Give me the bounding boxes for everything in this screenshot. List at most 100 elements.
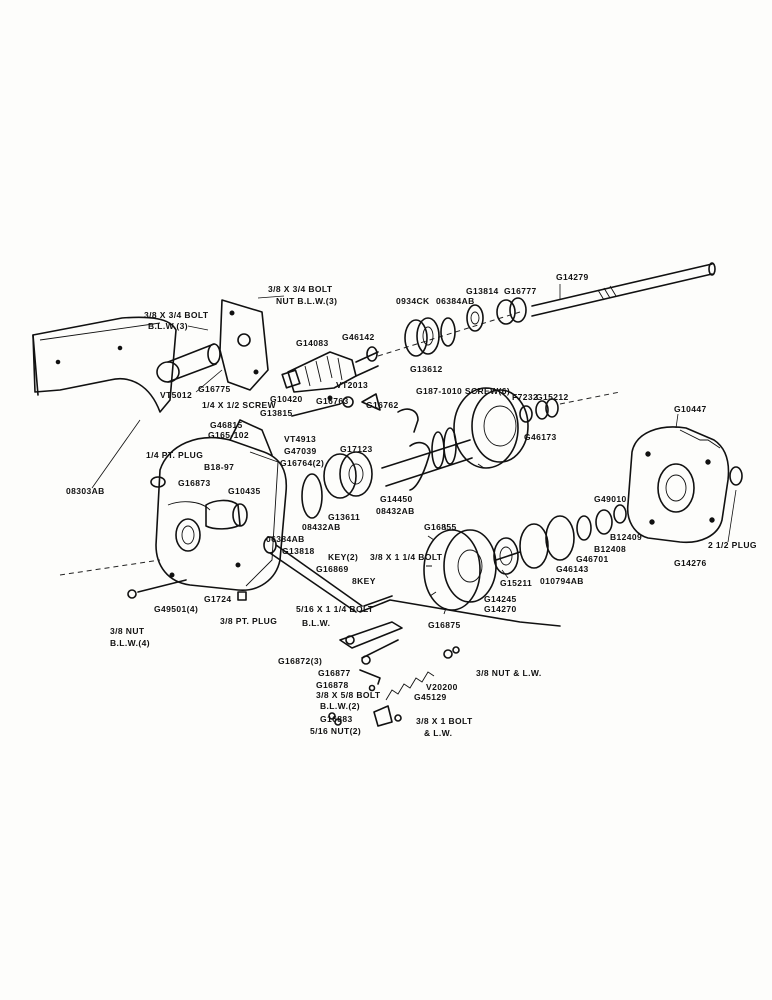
label-pt-plug-quarter: 1/4 PT. PLUG — [146, 450, 204, 460]
label-blw-f: & L.W. — [424, 728, 453, 738]
label-g15211: G15211 — [500, 578, 533, 588]
label-key2: KEY(2) — [328, 552, 359, 562]
label-g46815: G46815 — [210, 420, 243, 430]
label-g16872: G16872(3) — [278, 656, 323, 666]
label-g16762: G16762 — [366, 400, 399, 410]
rod-g14279 — [531, 262, 716, 317]
label-g13611: G13611 — [328, 512, 361, 522]
label-g16875: G16875 — [428, 620, 461, 630]
clutch-drum — [453, 387, 529, 469]
label-bolt-e: 3/8 X 5/8 BOLT — [316, 690, 381, 700]
label-v20200: V20200 — [426, 682, 458, 692]
label-bolt-c: 3/8 X 1 1/4 BOLT — [370, 552, 443, 562]
label-g17123: G17123 — [340, 444, 373, 454]
label-blw4: B.L.W.(4) — [110, 638, 150, 648]
shield-plate — [32, 316, 177, 489]
bearing-0934ck — [404, 317, 440, 357]
label-blw2: B.L.W.(2) — [320, 701, 360, 711]
bracket-g16775 — [195, 299, 269, 393]
label-g14270: G14270 — [484, 604, 517, 614]
shaft-g16869 — [263, 536, 363, 613]
bearing-g16777 — [496, 297, 527, 325]
label-nut-left: 3/8 NUT — [110, 626, 145, 636]
lower-bearings — [493, 504, 627, 575]
label-g16877: G16877 — [318, 668, 351, 678]
label-g47039: G47039 — [284, 446, 317, 456]
label-g10435: G10435 — [228, 486, 261, 496]
label-06384ab-top: 06384AB — [436, 296, 475, 306]
label-g14276: G14276 — [674, 558, 707, 568]
label-g46701: G46701 — [576, 554, 609, 564]
label-g187-1010: G187-1010 SCREW(6) — [416, 386, 511, 396]
pipe-plug-lower — [237, 591, 247, 601]
label-g10447: G10447 — [674, 404, 707, 414]
label-bolt-f: 3/8 X 1 BOLT — [416, 716, 473, 726]
bushing-g15212 — [535, 398, 559, 420]
label-g16775: G16775 — [198, 384, 231, 394]
label-g165-102: G165-102 — [208, 430, 250, 440]
label-g16763: G16763 — [316, 396, 349, 406]
label-nut2: 5/16 NUT(2) — [310, 726, 362, 736]
label-screw-quarter: 1/4 X 1/2 SCREW — [202, 400, 277, 410]
label-g15212: G15212 — [536, 392, 569, 402]
label-vt4913: VT4913 — [284, 434, 317, 444]
shaft-g17123 — [381, 427, 473, 487]
label-08303ab: 08303AB — [66, 486, 105, 496]
bolt-g49501 — [127, 579, 187, 599]
label-8key: 8KEY — [352, 576, 376, 586]
label-g1724: G1724 — [204, 594, 232, 604]
label-blw3: B.L.W.(3) — [148, 321, 188, 331]
linkage-lever — [339, 621, 403, 665]
lever-g16762 — [361, 393, 381, 411]
label-g49010: G49010 — [594, 494, 627, 504]
label-plug-2half: 2 1/2 PLUG — [708, 540, 757, 550]
label-bolt-a: 3/8 X 3/4 BOLT — [268, 284, 333, 294]
label-b18-97: B18-97 — [204, 462, 235, 472]
label-g45129: G45129 — [414, 692, 447, 702]
seal-06384ab — [440, 317, 456, 347]
label-blw-d: B.L.W. — [302, 618, 331, 628]
label-bolt-d: 5/16 X 1 1/4 BOLT — [296, 604, 374, 614]
pipe-plug-upper — [150, 476, 166, 488]
label-0934ck: 0934CK — [396, 296, 430, 306]
label-g13612: G13612 — [410, 364, 443, 374]
shoe-g14450 — [409, 441, 431, 491]
label-g46173: G46173 — [524, 432, 557, 442]
label-g13815: G13815 — [260, 408, 293, 418]
label-g46142: G46142 — [342, 332, 375, 342]
cover-g14276 — [626, 426, 730, 544]
label-nut-blw-r: 3/8 NUT & L.W. — [476, 668, 542, 678]
label-vt5012: VT5012 — [160, 390, 193, 400]
label-g16883: G16883 — [320, 714, 353, 724]
label-g16777: G16777 — [504, 286, 537, 296]
label-g49501: G49501(4) — [154, 604, 199, 614]
label-g16764: G16764(2) — [280, 458, 325, 468]
main-housing — [155, 419, 288, 591]
clevis-g16883 — [373, 705, 402, 727]
spacer-g46142 — [366, 346, 378, 362]
seal-06384ab-mid — [301, 473, 323, 519]
label-g16855: G16855 — [424, 522, 457, 532]
label-g13814: G13814 — [466, 286, 499, 296]
label-010794ab: 010794AB — [540, 576, 584, 586]
rod-g14245 — [359, 599, 561, 627]
label-06384ab-mid: 06384AB — [266, 534, 305, 544]
label-g14450: G14450 — [380, 494, 413, 504]
label-08432ab-b: 08432AB — [302, 522, 341, 532]
cup-g13814 — [466, 304, 484, 332]
label-08432ab-a: 08432AB — [376, 506, 415, 516]
washer-f7232 — [519, 405, 533, 423]
worm-shaft-g14083 — [281, 351, 379, 393]
label-g14245: G14245 — [484, 594, 517, 604]
bearing-g13611 — [323, 451, 373, 499]
label-vt2013: VT2013 — [336, 380, 369, 390]
washer-v20200 — [443, 649, 453, 659]
label-g46143: G46143 — [556, 564, 589, 574]
label-f7232: F7232 — [512, 392, 539, 402]
plug-2half — [729, 466, 743, 486]
label-g14279: G14279 — [556, 272, 589, 282]
label-bolt-b: 3/8 X 3/4 BOLT — [144, 310, 209, 320]
label-b12409: B12409 — [610, 532, 643, 542]
